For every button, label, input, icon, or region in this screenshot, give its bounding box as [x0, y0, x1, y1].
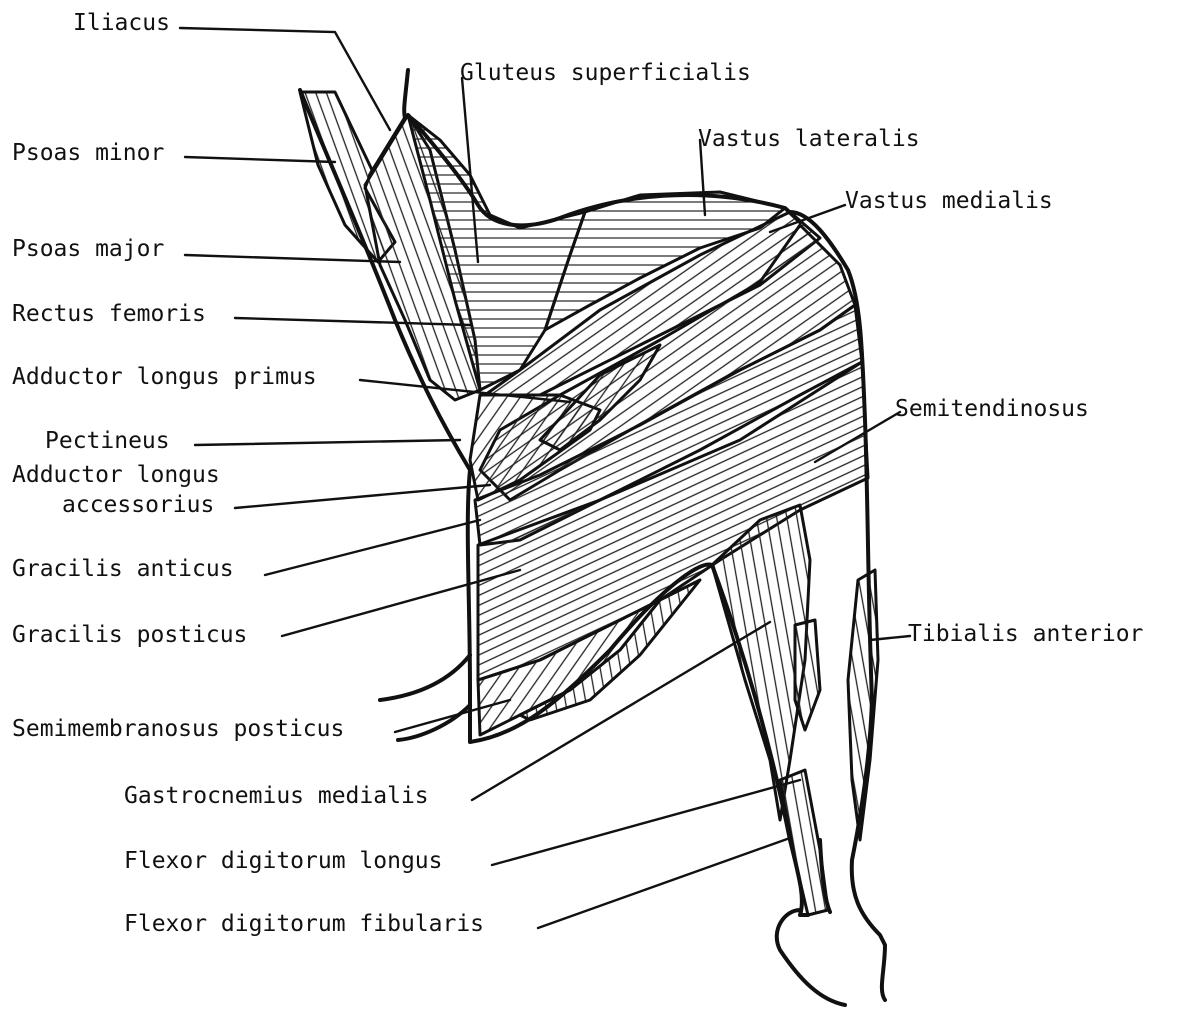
label-psoas-major: Psoas major — [12, 238, 164, 261]
label-flexor-digitorum-fibularis: Flexor digitorum fibularis — [124, 913, 484, 936]
label-tibialis-anterior: Tibialis anterior — [908, 623, 1143, 646]
label-flexor-digitorum-longus: Flexor digitorum longus — [124, 850, 443, 873]
label-adductor-longus-primus: Adductor longus primus — [12, 366, 317, 389]
tail-stubs — [380, 655, 470, 740]
label-psoas-minor: Psoas minor — [12, 142, 164, 165]
label-rectus-femoris: Rectus femoris — [12, 303, 206, 326]
label-pectineus: Pectineus — [45, 430, 170, 453]
label-gluteus-superficialis: Gluteus superficialis — [460, 62, 751, 85]
leader-adductor-accessorius — [235, 485, 490, 508]
leader-flexor-fibularis — [538, 838, 790, 928]
label-gracilis-anticus: Gracilis anticus — [12, 558, 234, 581]
label-gracilis-posticus: Gracilis posticus — [12, 624, 247, 647]
label-iliacus: Iliacus — [73, 12, 170, 35]
gastrocnemius-lateral-head — [795, 620, 820, 730]
label-semimembranosus-posticus: Semimembranosus posticus — [12, 718, 344, 741]
label-gastrocnemius-medialis: Gastrocnemius medialis — [124, 785, 429, 808]
leader-gracilis-anticus — [265, 520, 480, 575]
leader-iliacus — [180, 28, 390, 130]
leader-psoas-minor — [185, 157, 335, 162]
label-adductor-longus: Adductor longus — [12, 464, 220, 487]
label-semitendinosus: Semitendinosus — [895, 398, 1089, 421]
label-accessorius: accessorius — [62, 494, 214, 517]
leader-flexor-longus — [492, 780, 800, 865]
label-vastus-lateralis: Vastus lateralis — [698, 128, 920, 151]
leader-pectineus — [195, 440, 460, 445]
label-vastus-medialis: Vastus medialis — [845, 190, 1053, 213]
